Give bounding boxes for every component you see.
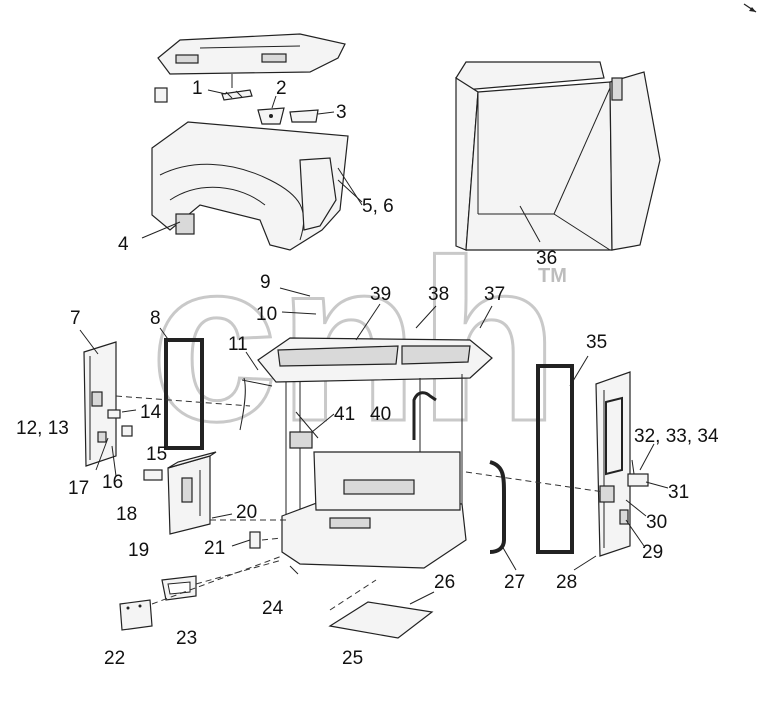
left-window-seal — [164, 338, 204, 450]
part-23-frame — [161, 575, 197, 601]
callout-labels: 1 2 3 4 5, 6 7 8 9 10 11 12, 13 14 15 16… — [16, 78, 719, 669]
label-16: 16 — [102, 472, 123, 493]
roof-panel — [157, 33, 346, 75]
label-27: 27 — [504, 572, 525, 593]
label-36: 36 — [536, 248, 557, 269]
label-37: 37 — [484, 284, 505, 305]
label-3: 3 — [336, 102, 347, 123]
arrow-icon — [743, 3, 757, 13]
part-14-hinge — [107, 409, 121, 419]
cab-shell — [455, 61, 661, 251]
label-19: 19 — [128, 540, 149, 561]
label-38: 38 — [428, 284, 449, 305]
label-39: 39 — [370, 284, 391, 305]
part-21-plug — [249, 531, 261, 549]
label-20: 20 — [236, 502, 257, 523]
label-23: 23 — [176, 628, 197, 649]
right-grab-handle — [489, 460, 506, 554]
label-14: 14 — [140, 402, 162, 423]
label-7: 7 — [70, 308, 81, 329]
label-24: 24 — [262, 598, 284, 619]
label-5-6: 5, 6 — [362, 196, 394, 217]
label-22: 22 — [104, 648, 125, 669]
part-2-bracket — [257, 107, 285, 125]
label-17: 17 — [68, 478, 89, 499]
small-clip — [154, 87, 168, 103]
label-32-33-34: 32, 33, 34 — [634, 426, 719, 447]
part-31-latch — [627, 459, 649, 487]
label-25: 25 — [342, 648, 363, 669]
part-18-switch — [143, 469, 163, 481]
label-4: 4 — [118, 234, 129, 255]
part-40-handrail — [412, 391, 437, 440]
label-31: 31 — [668, 482, 689, 503]
part-15-knob — [121, 425, 133, 437]
cab-frame — [239, 337, 493, 569]
label-40: 40 — [370, 404, 391, 425]
inner-roof-assembly — [151, 121, 363, 251]
label-15: 15 — [146, 444, 167, 465]
alignment-lines — [115, 395, 605, 611]
label-1: 1 — [192, 78, 203, 99]
label-41: 41 — [334, 404, 355, 425]
console-box — [167, 451, 217, 535]
label-10: 10 — [256, 304, 277, 325]
part-22-plate — [119, 599, 153, 631]
leader-lines — [79, 89, 669, 605]
watermark-trademark: TM — [538, 265, 567, 287]
label-2: 2 — [276, 78, 287, 99]
label-26: 26 — [434, 572, 455, 593]
part-3-lamp — [289, 109, 319, 123]
label-30: 30 — [646, 512, 667, 533]
label-12-13: 12, 13 — [16, 418, 69, 439]
label-29: 29 — [642, 542, 663, 563]
right-window-seal — [536, 364, 574, 554]
part-1-connector — [221, 89, 253, 101]
right-door — [595, 371, 631, 557]
floor-mat — [328, 601, 434, 639]
label-35: 35 — [586, 332, 607, 353]
label-18: 18 — [116, 504, 137, 525]
label-8: 8 — [150, 308, 161, 329]
label-9: 9 — [260, 272, 271, 293]
label-11: 11 — [228, 334, 248, 355]
label-21: 21 — [204, 538, 225, 559]
left-door — [83, 341, 117, 467]
label-28: 28 — [556, 572, 577, 593]
